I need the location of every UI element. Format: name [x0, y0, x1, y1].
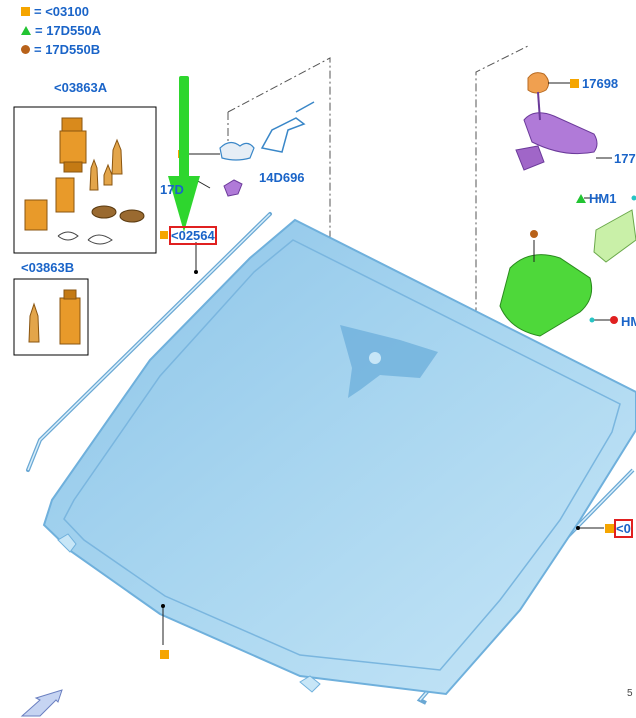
legend-text: = 17D550A — [35, 23, 102, 38]
callout-kit-a[interactable]: <03863A — [54, 80, 108, 95]
repair-kit-b — [13, 278, 89, 356]
legend-text: = 17D550B — [34, 42, 101, 57]
leader-lines — [162, 82, 612, 645]
callout-mirror[interactable]: 177 — [614, 151, 636, 166]
mirror-cover — [499, 209, 636, 337]
callout-kit-b[interactable]: <03863B — [21, 260, 75, 275]
sensor-bracket — [219, 141, 255, 197]
callout-bracket-hm1[interactable]: HM1 — [589, 191, 617, 206]
callout-molding-right[interactable]: <0 — [614, 519, 633, 538]
callout-cover-hm[interactable]: HM — [621, 314, 636, 329]
rain-sensor-cover — [260, 101, 315, 153]
triangle-icon — [21, 26, 31, 35]
legend-item-circle: = 17D550B — [21, 42, 100, 58]
callout-mirror-base[interactable]: 17698 — [582, 76, 619, 91]
windshield-glass — [42, 218, 636, 696]
small-mark: 5 — [627, 688, 633, 699]
vehicle-front-arrow — [20, 689, 63, 717]
repair-kit-a — [13, 106, 157, 254]
callout-markers — [160, 79, 636, 659]
legend-text: = <03100 — [34, 4, 89, 19]
callout-windshield[interactable]: <02564 — [169, 226, 217, 245]
legend-item-square: = <03100 — [21, 4, 89, 20]
circle-icon — [21, 45, 30, 54]
rearview-mirror — [515, 91, 598, 171]
mirror-base — [527, 72, 550, 94]
callout-rain-sensor[interactable]: 14D696 — [259, 170, 305, 185]
callout-sensor-bracket[interactable]: 17D — [160, 182, 184, 197]
legend-item-triangle: = 17D550A — [21, 23, 101, 39]
guide-arrow — [168, 76, 200, 232]
square-icon — [21, 7, 30, 16]
